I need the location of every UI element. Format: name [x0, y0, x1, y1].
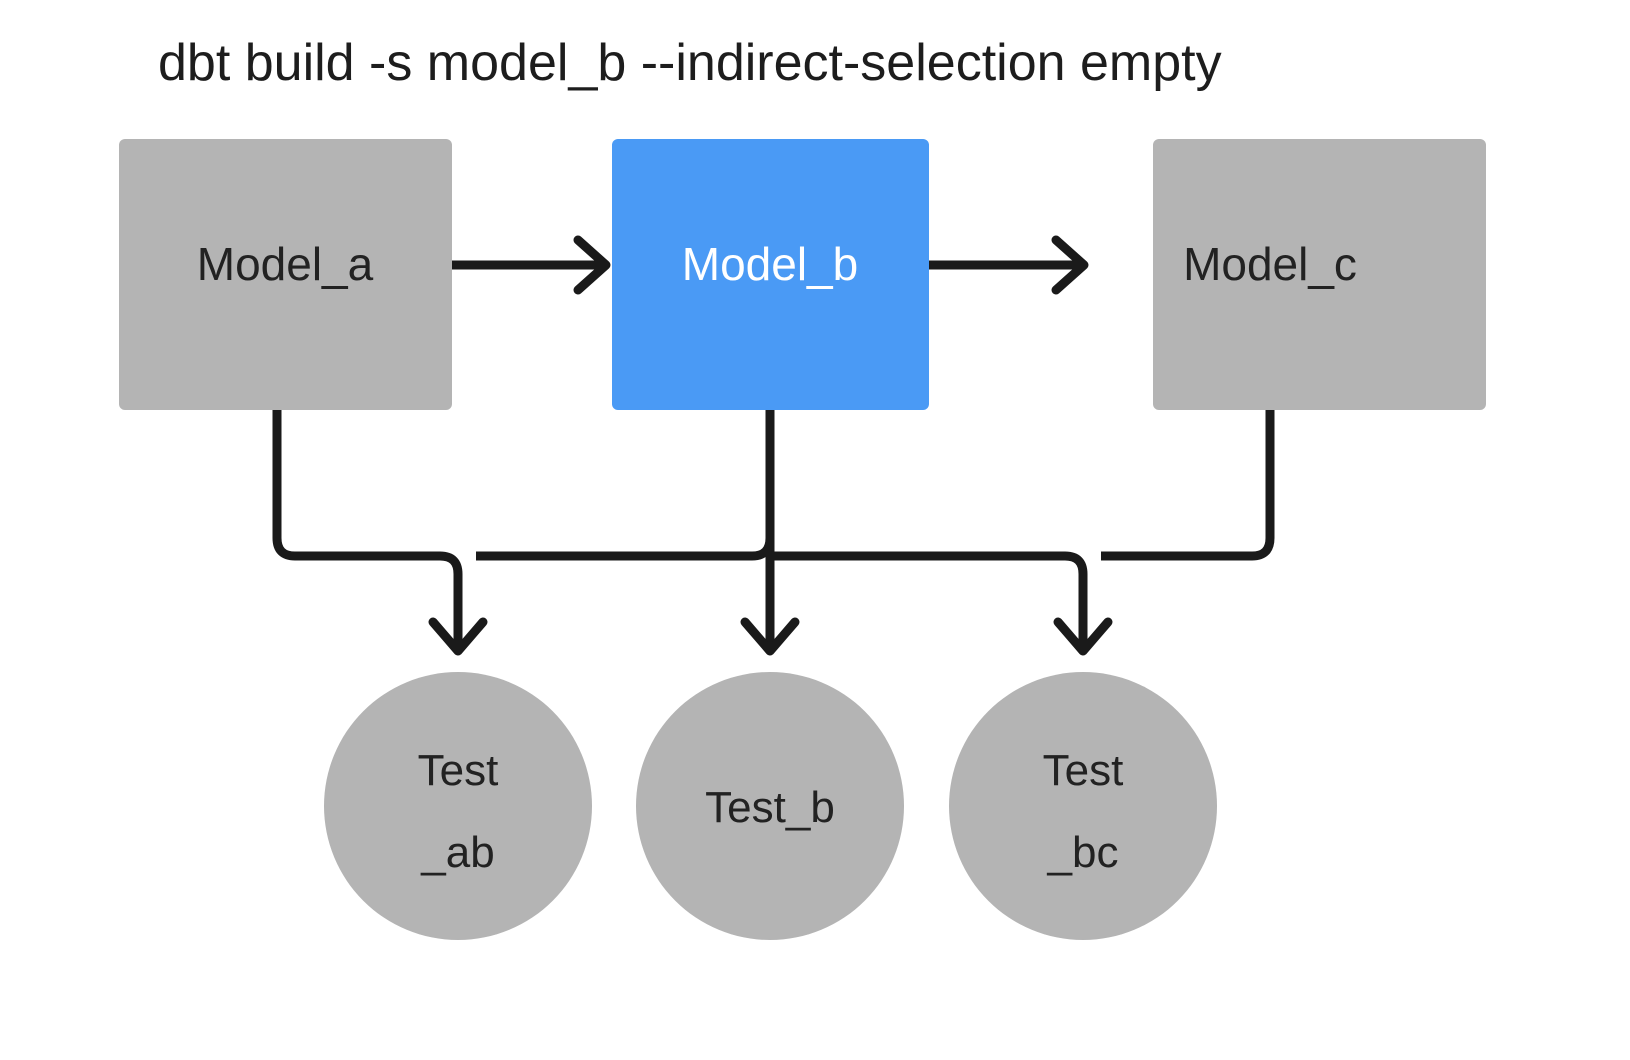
edge-model-b-to-test-ab — [476, 410, 775, 561]
test-ab-label-line1: Test — [418, 746, 499, 795]
node-model-b[interactable]: Model_b — [612, 139, 929, 410]
test-ab-shape[interactable] — [324, 672, 592, 940]
test-b-label-line1: Test_b — [705, 783, 835, 832]
test-ab-label-line2: _ab — [420, 828, 494, 877]
model-c-label: Model_c — [1183, 238, 1357, 290]
model-a-label: Model_a — [197, 238, 374, 290]
test-bc-label-line2: _bc — [1047, 828, 1119, 877]
test-b-shape[interactable] — [636, 672, 904, 940]
node-model-a[interactable]: Model_a — [119, 139, 452, 410]
page-title: dbt build -s model_b --indirect-selectio… — [158, 34, 1222, 92]
node-model-c[interactable]: Model_c — [1153, 139, 1486, 410]
edge-model-c-to-test-bc — [1101, 410, 1275, 561]
model-a-shape[interactable] — [119, 139, 452, 410]
model-b-shape[interactable] — [612, 139, 929, 410]
test-bc-shape[interactable] — [949, 672, 1217, 940]
edge-model-b-to-test-bc — [770, 551, 1113, 656]
edge-model-b-to-test-b — [740, 410, 800, 656]
test-bc-label-line1: Test — [1043, 746, 1124, 795]
edge-model-a-to-model-b — [452, 235, 611, 295]
node-test-b[interactable]: Test_b — [636, 672, 904, 940]
model-c-shape[interactable] — [1153, 139, 1486, 410]
node-test-bc[interactable]: Test _bc — [949, 672, 1217, 940]
edge-model-b-to-model-c — [929, 235, 1089, 295]
node-test-ab[interactable]: Test _ab — [324, 672, 592, 940]
model-b-label: Model_b — [682, 238, 858, 290]
edge-model-a-to-test-ab — [272, 410, 488, 656]
